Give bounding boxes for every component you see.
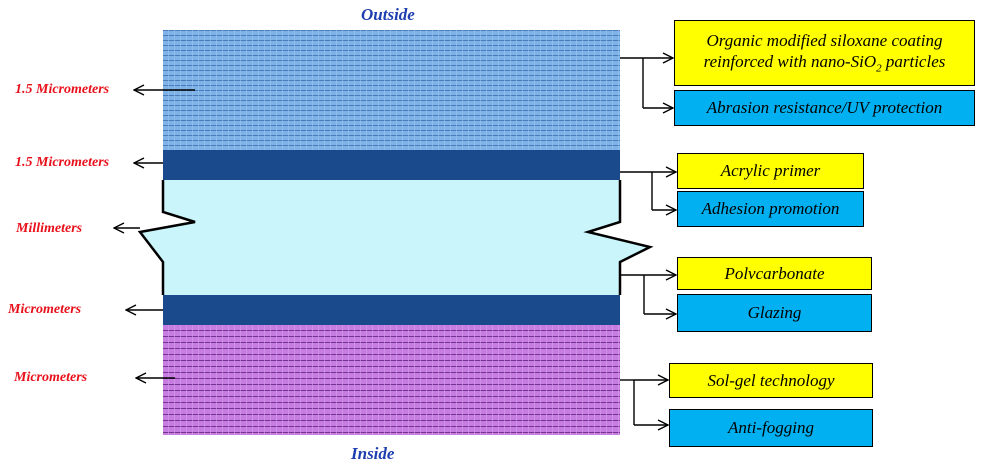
material-text-primer: Acrylic primer [720, 161, 821, 181]
material-box-primer: Acrylic primer [677, 153, 864, 189]
function-box-solgel: Anti-fogging [669, 409, 873, 447]
function-box-polycarbonate: Glazing [677, 294, 872, 332]
material-text-siloxane: Organic modified siloxane coating reinfo… [703, 30, 946, 75]
connector-solgel [620, 380, 668, 425]
material-text-polycarbonate: Polvcarbonate [724, 263, 825, 283]
siloxane-coating-layer [163, 30, 620, 150]
function-text-solgel: Anti-fogging [728, 418, 814, 438]
material-text-solgel: Sol-gel technology [707, 370, 835, 390]
thickness-label-solgel: Micrometers [14, 370, 88, 385]
lower-primer-layer [163, 295, 620, 325]
material-box-polycarbonate: Polvcarbonate [677, 257, 872, 290]
material-box-solgel: Sol-gel technology [669, 363, 873, 398]
function-box-siloxane: Abrasion resistance/UV protection [674, 90, 975, 126]
thickness-label-siloxane: 1.5 Micrometers [15, 82, 110, 97]
break-line-right [583, 180, 654, 295]
thickness-label-primer: 1.5 Micrometers [15, 155, 110, 170]
function-box-primer: Adhesion promotion [677, 191, 864, 227]
connector-siloxane [620, 58, 673, 108]
function-text-polycarbonate: Glazing [747, 303, 802, 323]
acrylic-primer-layer [163, 150, 620, 180]
connector-primer [620, 172, 676, 210]
material-box-siloxane: Organic modified siloxane coating reinfo… [674, 20, 975, 86]
break-line-left [137, 180, 196, 295]
function-text-siloxane: Abrasion resistance/UV protection [706, 98, 943, 118]
inside-title: Inside [351, 444, 395, 463]
polycarbonate-layer [140, 180, 650, 295]
outside-title: Outside [361, 5, 415, 24]
solgel-layer [163, 325, 620, 435]
thickness-label-lower-band: Micrometers [8, 302, 82, 317]
connector-polycarbonate [620, 275, 676, 314]
thickness-label-polycarbonate: Millimeters [16, 221, 83, 236]
function-text-primer: Adhesion promotion [701, 199, 840, 219]
